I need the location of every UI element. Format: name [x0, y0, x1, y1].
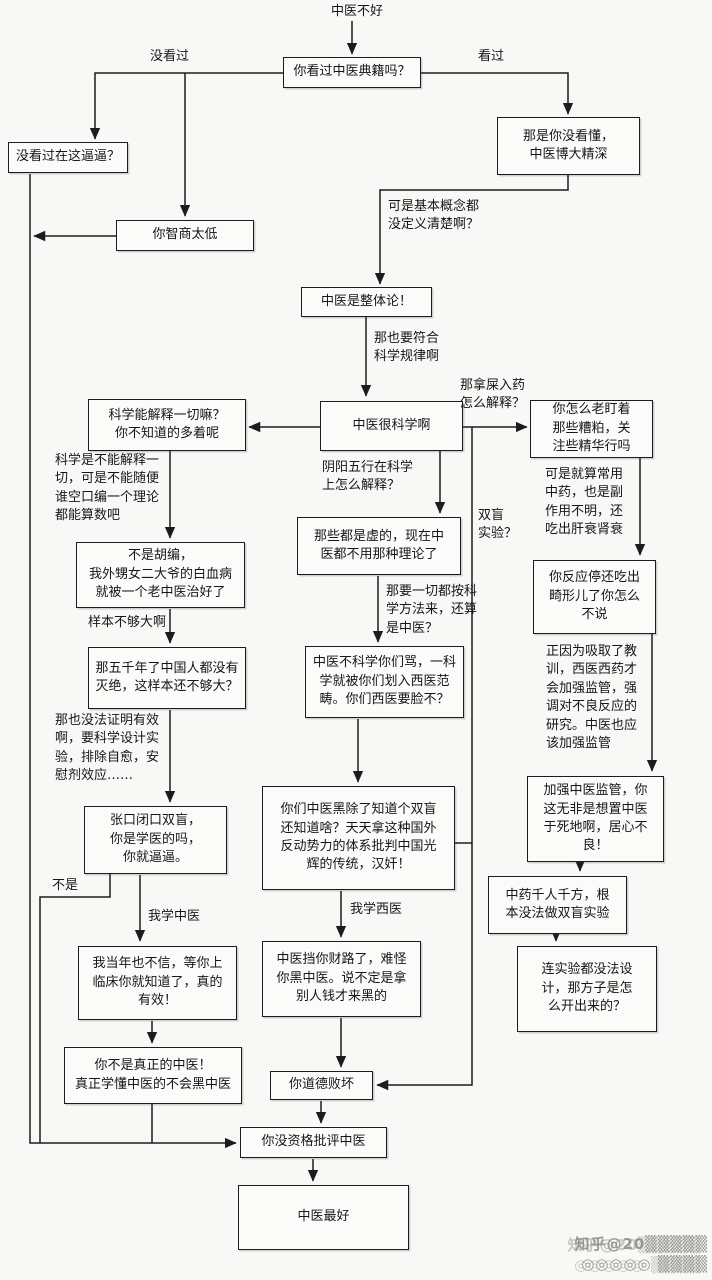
- node-bibi: 没看过在这逼逼？: [8, 142, 128, 173]
- edge-label-not-any-theory-counts: 科学是不能解释一 切，可是不能随便 谁空口编一个理论 都能算数吧: [55, 453, 160, 524]
- edge-label-not-read: 没看过: [150, 49, 190, 64]
- node-question-read-classics: 你看过中医典籍吗？: [283, 57, 421, 88]
- edge-label-scientific-law: 那也要符合 科学规律啊: [374, 331, 440, 365]
- node-how-were-prescriptions-made: 连实验都没法设 计，那方子是怎 么开出来的？: [517, 946, 657, 1032]
- edge-label-need-controlled-trials: 那也没法证明有效 啊，要科学设计实 验，排除自愈，安 慰剂效应……: [55, 713, 160, 784]
- node-traitor-accusation: 你们中医黑除了知道个双盲 还知道啥？天天拿这种国外 反动势力的体系批判中国光 辉…: [262, 786, 455, 890]
- node-blocking-your-profit: 中医挡你财路了，难怪 你黑中医。说不定是拿 别人钱才来黑的: [262, 941, 421, 1017]
- edge-label-study-western-medicine: 我学西医: [350, 902, 403, 917]
- edge-label-sample-too-small: 样本不够大啊: [88, 615, 167, 630]
- node-holism: 中医是整体论！: [301, 287, 432, 317]
- edge-label-concepts-undefined: 可是基本概念都 没定义清楚啊？: [388, 199, 480, 233]
- edge-label-study-tcm: 我学中医: [148, 909, 201, 924]
- node-those-theories-abandoned: 那些都是虚的，现在中 医都不用那种理论了: [297, 517, 461, 575]
- edge-label-yinyang-five-elements: 阴阳五行在科学 上怎么解释？: [322, 460, 414, 494]
- node-no-right-to-criticize: 你没资格批评中医: [240, 1127, 387, 1158]
- node-leukemia-anecdote: 不是胡编， 我外甥女二大爷的白血病 就被一个老中医治好了: [76, 542, 245, 608]
- edge-label-strengthen-regulation: 正因为吸取了教 训，西医西药才 会加强监管，强 调对不良反应的 研究。中医也应 …: [546, 644, 638, 752]
- watermark: 知乎@20▒▒▒▒▒ ◎◎◎◎◎ ▒▒▒▒: [468, 1234, 708, 1278]
- watermark-line2: ◎◎◎◎◎ ▒▒▒▒: [581, 1255, 708, 1274]
- edge-label-feces-medicine: 那拿屎入药 怎么解释？: [460, 378, 526, 412]
- edge-label-read: 看过: [478, 49, 505, 64]
- edge-label-double-blind-trial: 双盲 实验？: [478, 508, 518, 542]
- node-reclassified-as-western: 中医不科学你们骂，一科 学就被你们划入西医范 畴。你们西医要脸不？: [305, 646, 464, 718]
- watermark-line1: 知乎@20▒▒▒▒▒: [574, 1235, 708, 1253]
- node-tcm-is-best: 中医最好: [238, 1185, 409, 1250]
- node-focus-on-essence: 你怎么老盯着 那些糟粕，关 注些精华行吗: [530, 400, 653, 458]
- node-thalidomide: 你反应停还吃出 畸形儿了你怎么 不说: [533, 560, 656, 634]
- node-science-cant-explain-all: 科学能解释一切嘛？ 你不知道的多着呢: [88, 399, 246, 451]
- node-trying-to-kill-tcm: 加强中医监管，你 这无非是想置中医 于死地啊，居心不 良！: [527, 776, 664, 862]
- node-wait-until-clinical: 我当年也不信，等你上 临床你就知道了，真的 有效！: [78, 946, 237, 1020]
- node-five-thousand-years: 那五千年了中国人都没有 灭绝，这样本还不够大？: [88, 647, 246, 709]
- node-not-real-tcm-doctor: 你不是真正的中医！ 真正学懂中医的不会黑中医: [64, 1047, 242, 1104]
- node-didnt-understand: 那是你没看懂， 中医博大精深: [497, 117, 640, 175]
- node-morally-corrupt: 你道德败坏: [270, 1071, 373, 1100]
- edge-label-unknown-side-effects: 可是就算常用 中药，也是副 作用不明，还 吃出肝衰肾衰: [545, 467, 624, 538]
- node-start-statement: 中医不好: [330, 4, 383, 19]
- node-are-you-medical-student: 张口闭口双盲， 你是学医的吗， 你就逼逼。: [84, 806, 227, 874]
- node-tcm-is-scientific: 中医很科学啊: [320, 401, 463, 451]
- node-thousand-prescriptions: 中药千人千方，根 本没法做双盲实验: [488, 876, 627, 934]
- node-low-iq: 你智商太低: [116, 220, 254, 251]
- edge-label-still-tcm-if-scientific: 那要一切都按科 学方法来，还算 是中医？: [386, 584, 478, 636]
- edge-label-no: 不是: [52, 878, 79, 893]
